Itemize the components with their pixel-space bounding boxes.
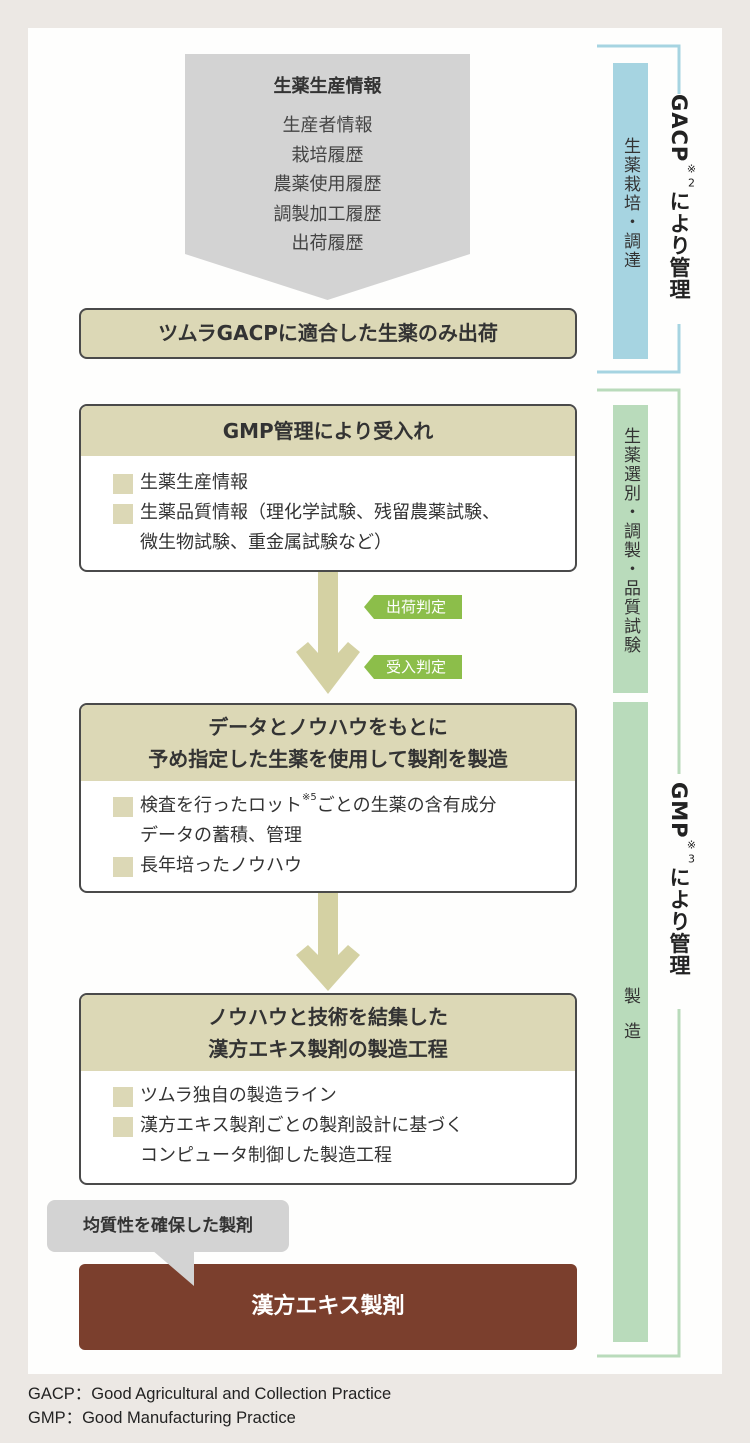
gacp-stage-bar: 生薬栽培・調達 bbox=[613, 63, 648, 359]
formulation-box: データとノウハウをもとに 予め指定した生薬を使用して製剤を製造 検査を行ったロッ… bbox=[79, 703, 577, 893]
bullet-square-icon bbox=[113, 857, 133, 877]
shipping-box: ツムラGACPに適合した生薬のみ出荷 bbox=[79, 308, 577, 359]
source-info-item: 生産者情報 bbox=[282, 115, 373, 136]
process-title-line1: ノウハウと技術を結集した bbox=[208, 1005, 448, 1029]
source-info-item: 栽培履歴 bbox=[291, 144, 364, 166]
source-info-list: 生産者情報 栽培履歴 農薬使用履歴 調製加工履歴 出荷履歴 bbox=[185, 111, 470, 259]
shipping-judgement-tag: 出荷判定 bbox=[364, 595, 463, 619]
side-brackets bbox=[597, 44, 681, 1358]
bullet-square-icon bbox=[113, 797, 133, 817]
bullet-square-icon bbox=[113, 1087, 133, 1107]
footnotes: GACP：Good Agricultural and Collection Pr… bbox=[28, 1382, 391, 1430]
bullet-square-icon bbox=[113, 474, 133, 494]
shipping-label: ツムラGACPに適合した生薬のみ出荷 bbox=[158, 321, 498, 345]
acceptance-item: 生薬品質情報（理化学試験、残留農薬試験、微生物試験、重金属試験など） bbox=[113, 498, 575, 558]
bullet-square-icon bbox=[113, 1117, 133, 1137]
source-info-item: 出荷履歴 bbox=[291, 233, 364, 254]
gmp-management-label: GMP※3により管理 bbox=[664, 782, 698, 977]
down-arrow-icon bbox=[296, 893, 360, 991]
process-box: ノウハウと技術を結集した 漢方エキス製剤の製造工程 ツムラ独自の製造ライン 漢方… bbox=[79, 993, 577, 1185]
bubble-tail bbox=[152, 1250, 194, 1286]
source-info-item: 調製加工履歴 bbox=[273, 203, 382, 225]
acceptance-item: 生薬生産情報 bbox=[113, 468, 575, 498]
process-item: ツムラ独自の製造ライン bbox=[113, 1081, 575, 1111]
formulation-title-line2: 予め指定した生薬を使用して製剤を製造 bbox=[148, 747, 508, 771]
source-info-title: 生薬生産情報 bbox=[273, 76, 382, 97]
gmp-definition: GMP：Good Manufacturing Practice bbox=[28, 1409, 296, 1427]
down-arrow-icon bbox=[296, 572, 360, 694]
gacp-management-label: GACP※2により管理 bbox=[664, 94, 698, 301]
acceptance-box: GMP管理により受入れ 生薬生産情報 生薬品質情報（理化学試験、残留農薬試験、微… bbox=[79, 404, 577, 572]
acceptance-title: GMP管理により受入れ bbox=[81, 406, 575, 456]
process-item: 漢方エキス製剤ごとの製剤設計に基づくコンピュータ制御した製造工程 bbox=[113, 1111, 575, 1171]
quality-bubble: 均質性を確保した製剤 bbox=[47, 1200, 289, 1252]
formulation-title-line1: データとノウハウをもとに bbox=[208, 715, 448, 739]
formulation-item: 検査を行ったロット※5ごとの生薬の含有成分データの蓄積、管理 bbox=[113, 791, 575, 851]
acceptance-judgement-tag: 受入判定 bbox=[364, 655, 463, 679]
source-info-chevron bbox=[185, 54, 470, 300]
bullet-square-icon bbox=[113, 504, 133, 524]
process-title-line2: 漢方エキス製剤の製造工程 bbox=[208, 1037, 448, 1061]
gacp-definition: GACP：Good Agricultural and Collection Pr… bbox=[28, 1385, 392, 1403]
formulation-item: 長年培ったノウハウ bbox=[113, 851, 575, 881]
selection-stage-bar: 生薬選別・調製・品質試験 bbox=[613, 405, 648, 693]
manufacturing-stage-bar: 製造 bbox=[613, 702, 648, 1342]
source-info-item: 農薬使用履歴 bbox=[273, 174, 382, 195]
